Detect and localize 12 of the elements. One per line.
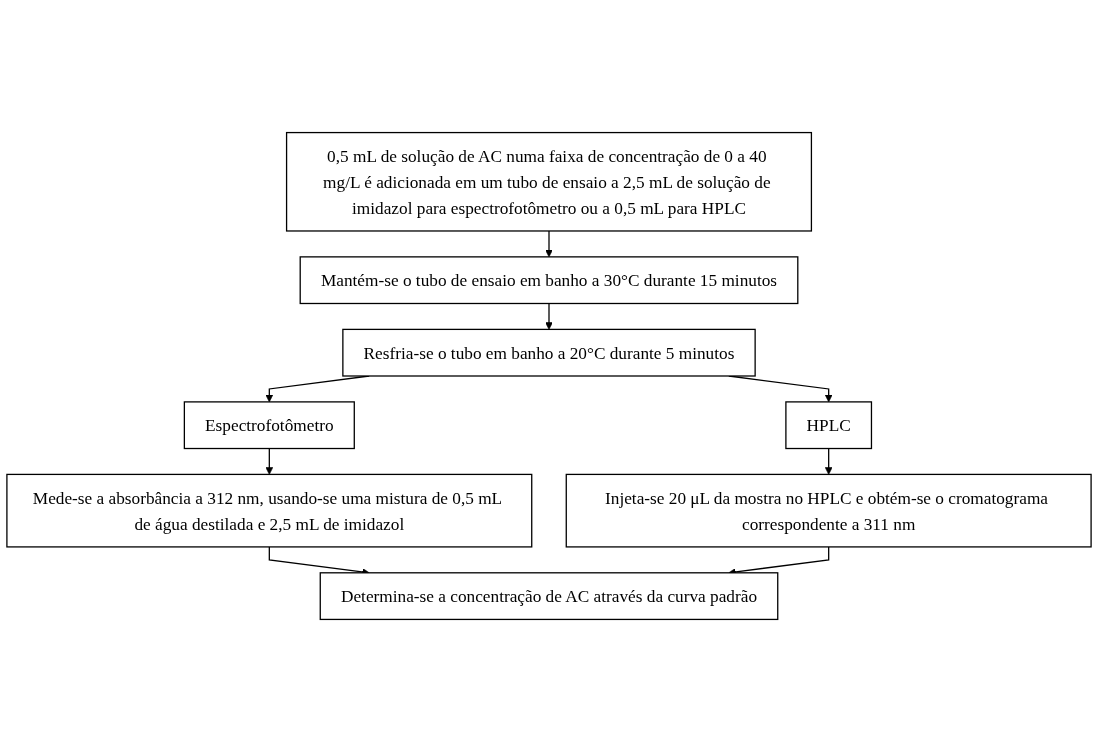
arrow xyxy=(545,302,553,330)
node-box: Espectrofotômetro xyxy=(183,401,355,450)
arrow xyxy=(545,230,553,258)
node-box: Mede-se a absorbância a 312 nm, usando-se uma mistura de 0,5 mL de água destilada e 2,5 mL de imidazol xyxy=(6,473,533,548)
node-box: 0,5 mL de solução de AC numa faixa de concentração de 0 a 40 mg/L é adicionada em um tubo de ensaio a 2,5 mL de solução de imidazol para espectrofotômetro ou a 0,5 mL para HPLC xyxy=(285,131,813,232)
arrow xyxy=(265,447,274,475)
node-box: Mantém-se o tubo de ensaio em banho a 30°C durante 15 minutos xyxy=(299,256,799,305)
node-box: HPLC xyxy=(785,401,873,450)
node-box: Resfria-se o tubo em banho a 20°C durante 5 minutos xyxy=(342,328,756,377)
arrow xyxy=(824,447,833,475)
node-box: Injeta-se 20 μL da mostra no HPLC e obtém-se o cromatograma correspondente a 311 nm xyxy=(565,473,1092,548)
node-box: Determina-se a concentração de AC através da curva padrão xyxy=(319,572,779,621)
